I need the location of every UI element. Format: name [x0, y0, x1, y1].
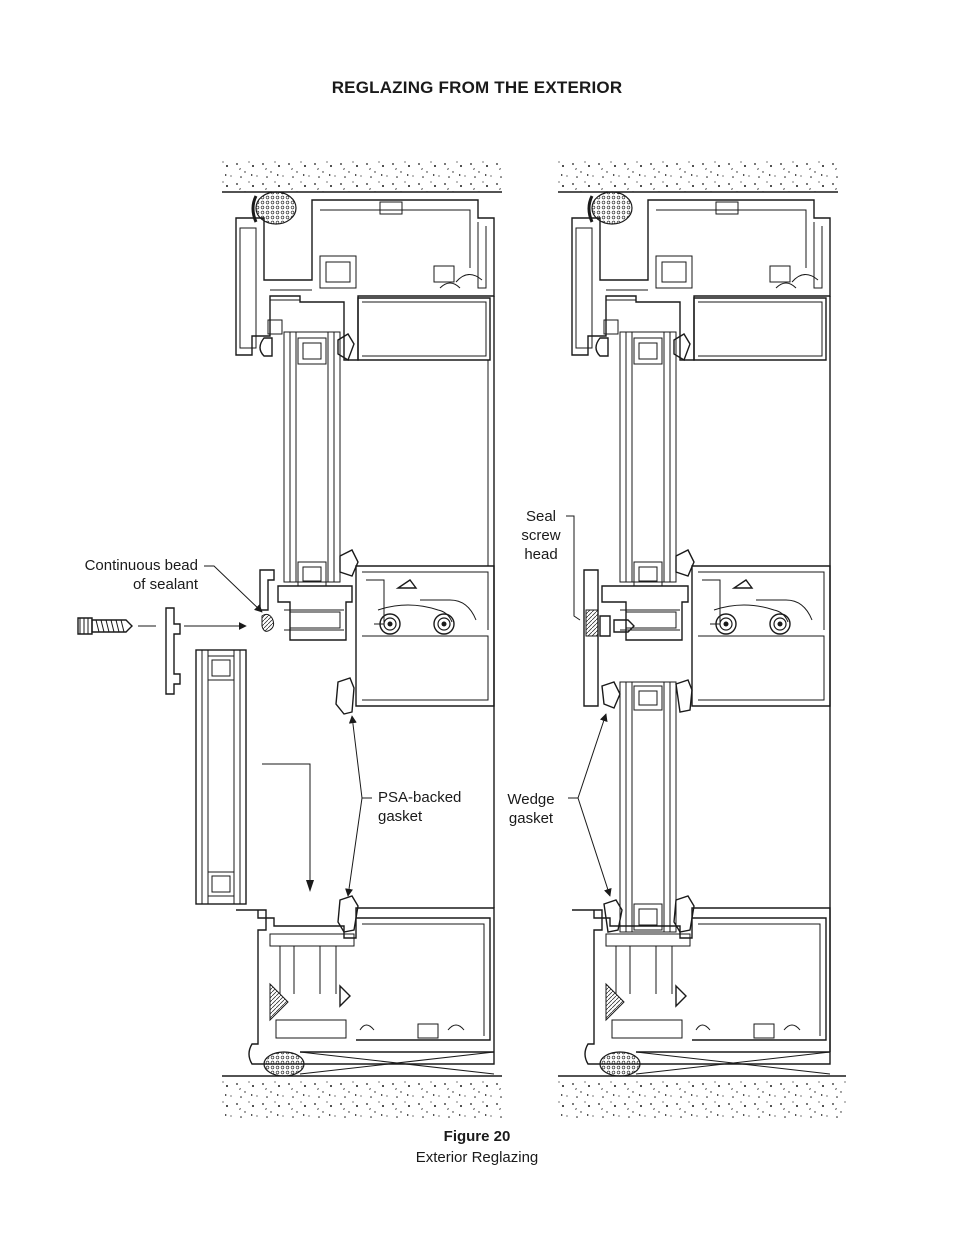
sealant-label: Continuous bead of sealant: [40, 556, 198, 594]
right-assembly: [558, 160, 846, 1118]
psa-gasket-label-line2: gasket: [378, 807, 498, 826]
seal-label-line3: head: [506, 545, 576, 564]
seal-screw-head-label: Seal screw head: [506, 507, 576, 564]
psa-gasket-label: PSA-backed gasket: [378, 788, 498, 826]
sealant-label-line2: of sealant: [40, 575, 198, 594]
screw-icon: [78, 618, 132, 634]
figure-number: Figure 20: [0, 1128, 954, 1145]
sealant-label-line1: Continuous bead: [40, 556, 198, 575]
wedge-gasket-label: Wedge gasket: [496, 790, 566, 828]
left-assembly: [78, 160, 502, 1118]
psa-gasket-label-line1: PSA-backed: [378, 788, 498, 807]
wedge-label-line2: gasket: [496, 809, 566, 828]
seal-label-line1: Seal: [506, 507, 576, 526]
figure-caption: Exterior Reglazing: [0, 1149, 954, 1166]
wedge-label-line1: Wedge: [496, 790, 566, 809]
seal-label-line2: screw: [506, 526, 576, 545]
